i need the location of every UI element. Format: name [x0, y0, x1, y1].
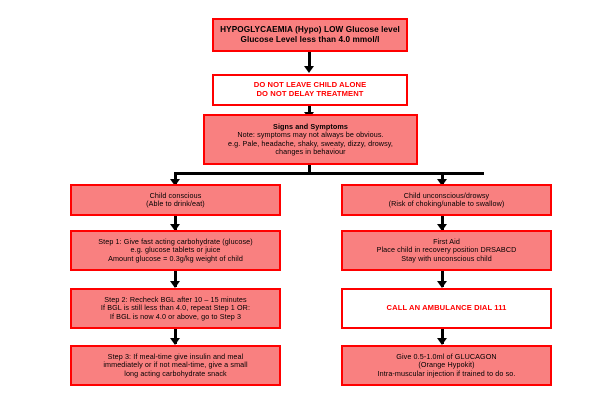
node-title-line-2: Glucose Level less than 4.0 mmol/l [240, 35, 380, 44]
edge-warning-to-signs [308, 106, 311, 115]
node-step1-line-3: Amount glucose = 0.3g/kg weight of child [108, 253, 243, 263]
node-signs-line-1: Note: symptoms may not always be obvious… [237, 130, 384, 140]
arrowhead-step2-to-step3 [170, 338, 180, 345]
node-step2-line-1: Step 2: Recheck BGL after 10 – 15 minute… [104, 294, 247, 304]
node-title-line-1: HYPOGLYCAEMIA (Hypo) LOW Glucose level [220, 25, 400, 35]
arrowhead-signs-to-conscious [170, 179, 180, 186]
node-step3-line-2: immediately or if not meal-time, give a … [103, 360, 248, 370]
node-step-2: Step 2: Recheck BGL after 10 – 15 minute… [70, 288, 281, 329]
edge-ambulance-to-glucagon [441, 329, 444, 344]
edge-unconscious-to-firstaid [441, 216, 444, 230]
node-child-unconscious: Child unconscious/drowsy (Risk of chokin… [341, 184, 552, 216]
node-first-aid: First Aid Place child in recovery positi… [341, 230, 552, 271]
node-step2-line-3: If BGL is now 4.0 or above, go to Step 3 [109, 311, 242, 321]
node-glucagon-line-3: Intra-muscular injection if trained to d… [377, 368, 516, 378]
node-step3-line-1: Step 3: If meal-time give insulin and me… [107, 351, 244, 361]
arrowhead-title-to-warning [304, 66, 314, 73]
arrowhead-signs-to-unconscious [437, 179, 447, 186]
edge-signs-to-conscious [174, 172, 177, 184]
edge-step2-to-step3 [174, 329, 177, 344]
edge-step1-to-step2 [174, 271, 177, 287]
node-step1-line-1: Step 1: Give fast acting carbohydrate (g… [98, 236, 253, 246]
edge-signs-to-unconscious [441, 172, 444, 184]
arrowhead-firstaid-to-ambulance [437, 281, 447, 288]
node-glucagon-line-1: Give 0.5-1.0ml of GLUCAGON [396, 351, 497, 361]
node-glucagon-line-2: (Orange Hypokit) [418, 360, 475, 370]
arrowhead-conscious-to-step1 [170, 224, 180, 231]
arrowhead-ambulance-to-glucagon [437, 338, 447, 345]
node-step-3: Step 3: If meal-time give insulin and me… [70, 345, 281, 386]
edge-title-to-warning [308, 52, 311, 68]
arrowhead-step1-to-step2 [170, 281, 180, 288]
node-child-conscious: Child conscious (Able to drink/eat) [70, 184, 281, 216]
node-step1-line-2: e.g. glucose tablets or juice [130, 245, 221, 255]
node-firstaid-line-3: Stay with unconscious child [401, 253, 492, 263]
node-conscious-line-2: (Able to drink/eat) [146, 199, 205, 208]
node-warning-line-1: DO NOT LEAVE CHILD ALONE [253, 80, 367, 90]
node-warning-line-2: DO NOT DELAY TREATMENT [256, 89, 364, 98]
node-step2-line-2: If BGL is still less than 4.0, repeat St… [100, 303, 251, 313]
edge-signs-trunk [308, 165, 311, 175]
edge-firstaid-to-ambulance [441, 271, 444, 287]
node-signs-line-2: e.g. Pale, headache, shaky, sweaty, dizz… [227, 138, 394, 148]
node-glucagon: Give 0.5-1.0ml of GLUCAGON (Orange Hypok… [341, 345, 552, 386]
node-signs-line-3: changes in behaviour [275, 146, 346, 156]
arrowhead-unconscious-to-firstaid [437, 224, 447, 231]
node-signs-and-symptoms: Signs and Symptoms Note: symptoms may no… [203, 114, 418, 165]
node-call-ambulance: CALL AN AMBULANCE DIAL 111 [341, 288, 552, 329]
node-step-1: Step 1: Give fast acting carbohydrate (g… [70, 230, 281, 271]
node-do-not-leave-child-alone: DO NOT LEAVE CHILD ALONE DO NOT DELAY TR… [212, 74, 408, 106]
edge-conscious-to-step1 [174, 216, 177, 230]
node-ambulance-line-1: CALL AN AMBULANCE DIAL 111 [386, 303, 507, 313]
node-conscious-line-1: Child conscious [149, 190, 202, 200]
node-hypoglycaemia-title: HYPOGLYCAEMIA (Hypo) LOW Glucose level G… [212, 18, 408, 52]
node-firstaid-line-2: Place child in recovery position DRSABCD [376, 245, 517, 255]
node-signs-heading: Signs and Symptoms [273, 121, 348, 131]
node-step3-line-3: long acting carbohydrate snack [124, 368, 227, 378]
node-firstaid-line-1: First Aid [433, 236, 460, 246]
edge-signs-split-bar [174, 172, 484, 175]
node-unconscious-line-1: Child unconscious/drowsy [403, 190, 490, 200]
node-unconscious-line-2: (Risk of choking/unable to swallow) [388, 199, 505, 208]
